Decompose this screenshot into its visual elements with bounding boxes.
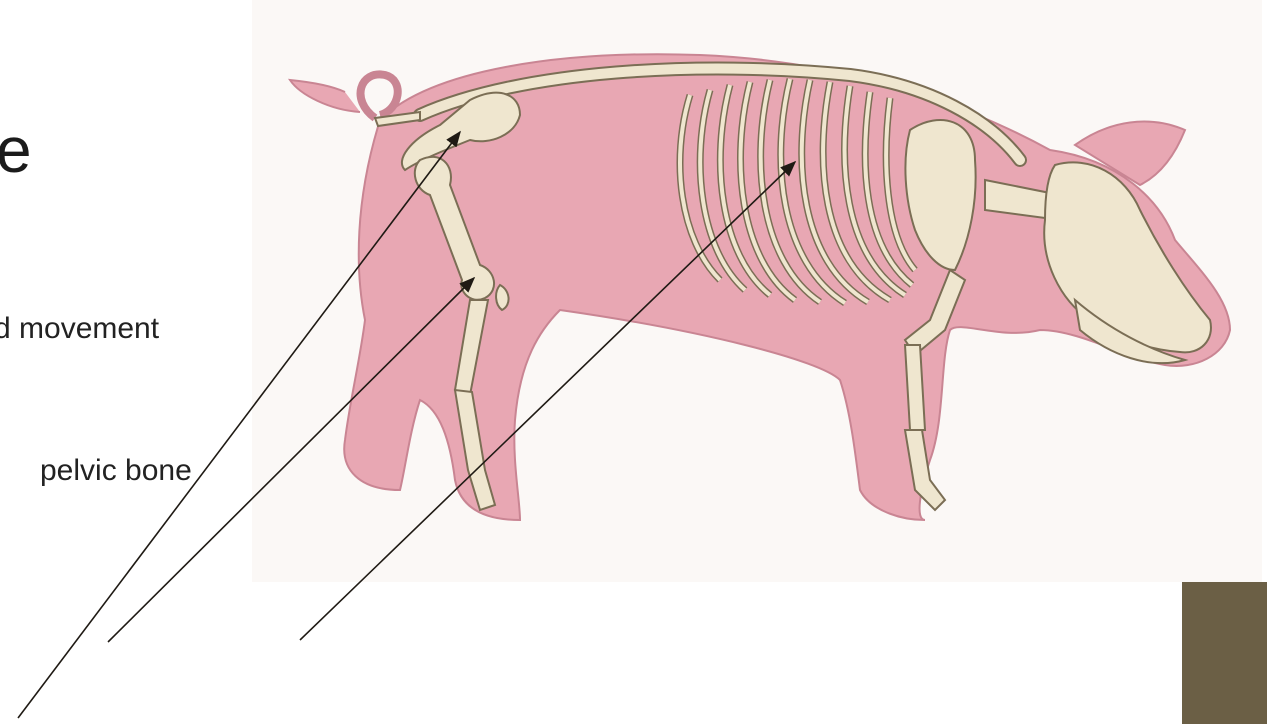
pointer-femur [108,278,474,642]
